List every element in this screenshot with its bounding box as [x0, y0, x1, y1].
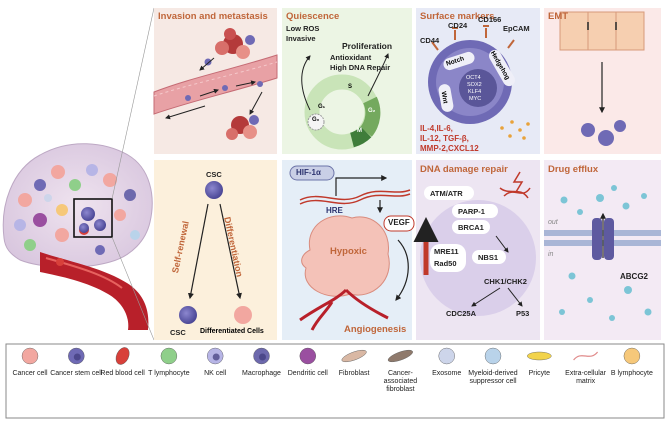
- caf-icon: [387, 349, 413, 363]
- hypoxic-label: Hypoxic: [330, 246, 367, 257]
- dna-repair-graphic: [413, 171, 536, 316]
- legend-label: Red blood cell: [100, 370, 145, 377]
- brca-label: BRCA1: [458, 223, 484, 232]
- p53-label: P53: [516, 309, 530, 318]
- vegf-label: VEGF: [388, 218, 410, 227]
- legend-label: NK cell: [204, 370, 227, 377]
- dna-repair-label: High DNA Repair: [330, 63, 391, 72]
- mdsc-icon: [484, 347, 502, 365]
- legend-label: Myeloid-derived suppressor cell: [468, 370, 518, 385]
- fibroblast-icon: [341, 349, 367, 363]
- angiogenesis-label: Angiogenesis: [344, 324, 407, 335]
- tumor-cells: [14, 164, 140, 266]
- chk-label: CHK1/CHK2: [484, 277, 527, 286]
- emt-graphic: [559, 11, 645, 146]
- tf-oct4: OCT4: [466, 75, 481, 81]
- angiogenesis-graphic: [289, 165, 415, 331]
- legend-label: Cancer-associated fibroblast: [383, 370, 418, 393]
- legend-label: Pricyte: [528, 370, 550, 377]
- dna-title: DNA damage repair: [420, 164, 508, 175]
- legend-label: Dendritic cell: [287, 370, 328, 377]
- epcam-label: EpCAM: [503, 24, 530, 33]
- phase-g0: G₀: [312, 117, 320, 123]
- csc-top-label: CSC: [206, 170, 222, 179]
- zoom-box: [73, 198, 113, 238]
- hre-label: HRE: [326, 206, 343, 215]
- cancer-stem-cell-nucleus: [73, 353, 81, 361]
- cytokine-line-2: IL-12, TGF-β,: [420, 134, 469, 143]
- surface-title: Surface markers: [420, 11, 495, 22]
- legend-box: [5, 343, 665, 419]
- macrophage-nucleus: [259, 353, 266, 361]
- proliferation-label: Proliferation: [342, 41, 393, 51]
- legend-label: Exosome: [432, 370, 462, 377]
- antioxidant-label: Antioxidant: [330, 53, 372, 62]
- tumor-illustration: [2, 7, 155, 341]
- ecm-icon: [573, 351, 599, 361]
- differentiated-cells-label: Differentiated Cells: [200, 328, 264, 335]
- phase-s: S: [348, 84, 353, 90]
- atm-label: ATM/ATR: [430, 189, 463, 198]
- b-lymphocyte-icon: [623, 347, 641, 365]
- t-lymphocyte-icon: [160, 347, 178, 365]
- invasion-graphic: [153, 28, 278, 140]
- legend-label: Cancer cell: [12, 370, 48, 377]
- rad-label: Rad50: [434, 259, 457, 268]
- phase-m: M: [357, 128, 362, 134]
- quiescence-title: Quiescence: [286, 11, 340, 22]
- nbs-label: NBS1: [478, 253, 499, 262]
- out-label: out: [548, 219, 558, 226]
- legend-label: Cancer stem cell: [50, 370, 103, 377]
- abcg2-label: ABCG2: [620, 272, 649, 281]
- cdc25a-label: CDC25A: [446, 309, 477, 318]
- csc-bottom-label: CSC: [170, 328, 186, 337]
- cancer-cell-icon: [21, 347, 39, 365]
- drug-efflux-graphic: [544, 185, 661, 321]
- efflux-title: Drug efflux: [548, 164, 599, 175]
- pericyte-icon: [527, 351, 552, 361]
- phase-g2: G₂: [368, 108, 376, 114]
- cd44-label: CD44: [420, 36, 440, 45]
- tf-myc: MYC: [469, 96, 482, 102]
- cytokine-line-3: MMP-2,CXCL12: [420, 144, 479, 153]
- legend-label: B lymphocyte: [610, 370, 653, 377]
- csc-surface-cell: [428, 25, 530, 140]
- tf-sox2: SOX2: [467, 82, 482, 88]
- red-blood-cell-icon: [115, 347, 130, 365]
- in-label: in: [548, 251, 554, 258]
- low-ros-label: Low ROS: [286, 24, 320, 33]
- emt-title: EMT: [548, 11, 569, 22]
- legend-label: Fibroblast: [338, 370, 370, 377]
- invasive-label: Invasive: [286, 34, 316, 43]
- mre-label: MRE11: [434, 247, 459, 256]
- nk-cell-nucleus: [212, 353, 220, 361]
- dendritic-cell-icon: [299, 347, 316, 365]
- self-renewal-graphic: [179, 181, 252, 324]
- cd166-label: CD166: [478, 15, 502, 24]
- legend-label: T lymphocyte: [148, 370, 190, 377]
- exosome-icon: [438, 347, 455, 365]
- tf-klf4: KLF4: [468, 89, 482, 95]
- legend-icons: [21, 347, 641, 365]
- hif-label: HIF-1α: [296, 168, 321, 177]
- phase-g1: G₁: [318, 104, 326, 110]
- invasion-title: Invasion and metastasis: [158, 11, 268, 22]
- legend-label: Extra-cellular matrix: [565, 370, 607, 385]
- cytokine-line-1: IL-4,IL-6,: [420, 124, 453, 133]
- cd24-label: CD24: [448, 21, 468, 30]
- cell-cycle-ring: [301, 53, 389, 150]
- parp-label: PARP-1: [458, 207, 485, 216]
- legend-label: Macrophage: [242, 370, 281, 377]
